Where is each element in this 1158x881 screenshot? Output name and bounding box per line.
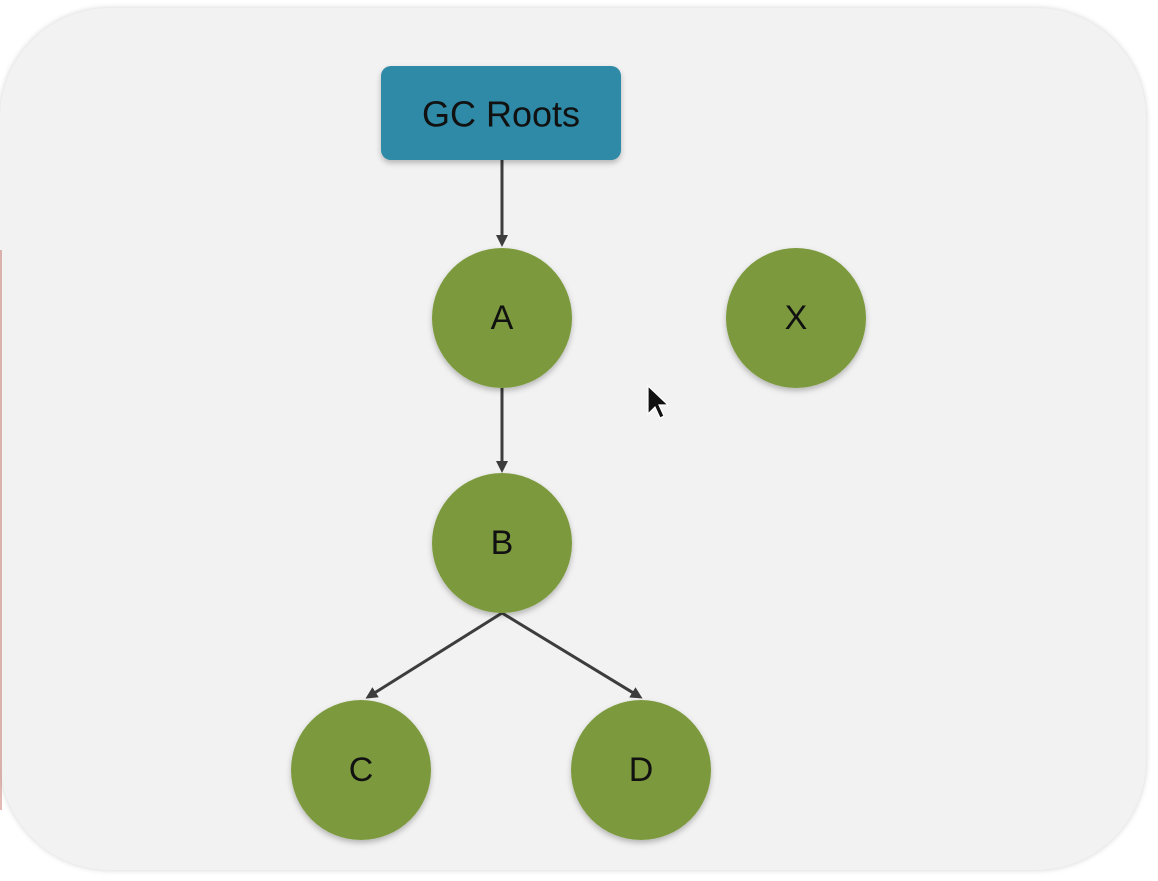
gc-roots-label: GC Roots: [422, 94, 580, 135]
node-d-label: D: [629, 751, 654, 789]
gc-roots-node: GC Roots: [381, 66, 621, 160]
node-d: D: [571, 700, 711, 840]
edge-b-to-c: [365, 611, 503, 699]
node-b: B: [432, 473, 572, 613]
node-x: X: [726, 248, 866, 388]
node-b-label: B: [491, 524, 514, 562]
node-c-label: C: [349, 751, 374, 789]
node-a: A: [432, 248, 572, 388]
node-a-label: A: [491, 299, 514, 337]
node-x-label: X: [785, 299, 808, 337]
edge-b-to-d: [501, 611, 643, 699]
adjacent-window-edge: [0, 250, 8, 810]
mouse-pointer-icon: [647, 384, 670, 419]
node-c: C: [291, 700, 431, 840]
